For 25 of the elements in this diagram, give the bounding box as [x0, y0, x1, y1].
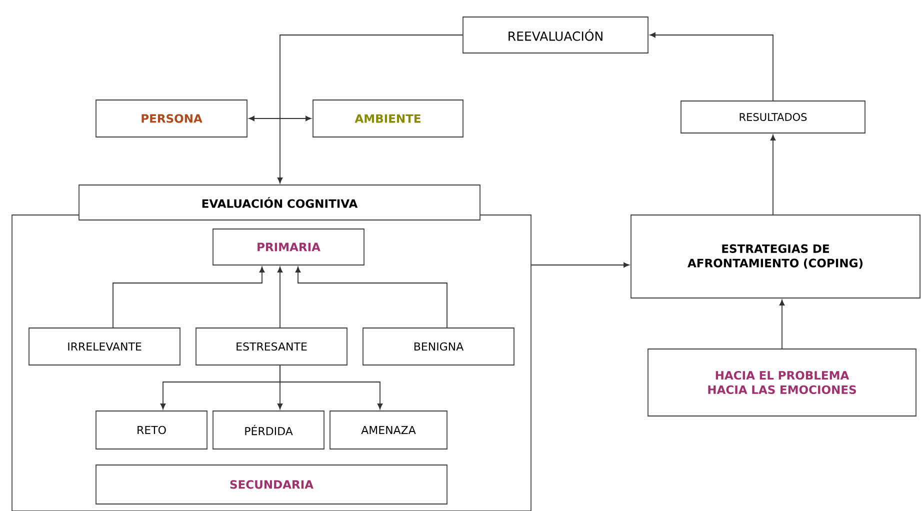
process-box: RESULTADOS	[680, 100, 866, 134]
arrow	[277, 266, 283, 328]
arrow	[112, 266, 265, 328]
process-box: PRIMARIA	[212, 228, 364, 266]
process-box: AMBIENTE	[312, 100, 464, 138]
process-box: IRRELEVANTE	[28, 328, 180, 366]
process-box: ESTRATEGIAS DE AFRONTAMIENTO (COPING)	[630, 214, 920, 298]
process-box: PÉRDIDA	[212, 410, 324, 450]
process-box: ESTRESANTE	[196, 328, 348, 366]
process-box: PERSONA	[96, 100, 248, 138]
arrow	[248, 116, 312, 122]
arrow	[650, 32, 774, 101]
process-box: HACIA EL PROBLEMA HACIA LAS EMOCIONES	[648, 348, 916, 416]
arrow	[779, 300, 785, 349]
process-box: AMENAZA	[330, 410, 448, 450]
arrow	[295, 266, 448, 328]
process-box: SECUNDARIA	[96, 464, 448, 504]
arrow	[277, 34, 463, 184]
process-box: REEVALUACIÓN	[462, 16, 648, 54]
process-box: EVALUACIÓN COGNITIVA	[78, 184, 480, 220]
arrow	[531, 262, 630, 268]
process-box: RETO	[96, 410, 208, 450]
process-box: BENIGNA	[362, 328, 514, 366]
arrow	[770, 134, 776, 215]
arrow	[280, 365, 383, 410]
